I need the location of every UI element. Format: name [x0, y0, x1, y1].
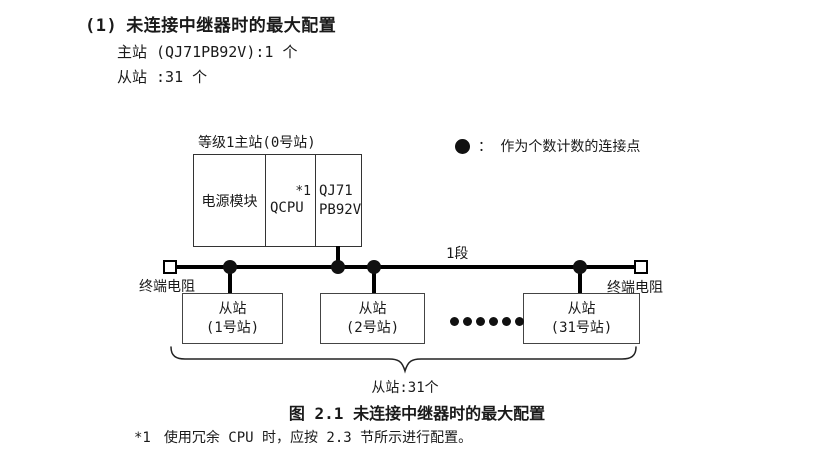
terminating-resistor-right — [634, 260, 648, 274]
slave1-drop-line — [228, 267, 232, 294]
slave-count-line: 从站 :31 个 — [117, 68, 208, 86]
terminating-resistor-left-label: 终端电阻 — [139, 279, 195, 295]
brace-label: 从站:31个 — [371, 380, 439, 396]
terminating-resistor-right-label: 终端电阻 — [607, 280, 663, 296]
slave-station-box-2: 从站 (2号站) — [320, 293, 425, 344]
connection-dot-slave2 — [367, 260, 381, 274]
connection-point-icon — [455, 138, 470, 154]
slave-station-box-31: 从站 (31号站) — [523, 293, 640, 344]
legend: ： 作为个数计数的连接点 — [455, 136, 640, 156]
slave2-drop-line — [372, 267, 376, 294]
footnote-ref-marker: *1 — [295, 184, 311, 200]
bus-line — [170, 265, 642, 269]
slave31-label-line2: (31号站) — [550, 319, 613, 336]
slave-station-box-1: 从站 (1号站) — [182, 293, 283, 344]
slave1-label-line2: (1号站) — [205, 319, 260, 336]
footnote-text: 使用冗余 CPU 时，应按 2.3 节所示进行配置。 — [163, 430, 473, 446]
footnote: *1 使用冗余 CPU 时，应按 2.3 节所示进行配置。 — [134, 427, 472, 447]
legend-text: ： 作为个数计数的连接点 — [478, 139, 641, 155]
pb92v-label-line1: QJ71 — [319, 183, 353, 200]
master-station-label: 等级1主站(0号站) — [198, 135, 316, 151]
power-module-cell: 电源模块 — [194, 155, 266, 246]
slave2-label-line1: 从站 — [358, 300, 387, 317]
slave31-label-line1: 从站 — [567, 300, 596, 317]
figure-caption: 图 2.1 未连接中继器时的最大配置 — [288, 404, 546, 423]
master-drop-line — [336, 246, 340, 268]
section-title: 未连接中继器时的最大配置 — [126, 16, 337, 36]
qcpu-label: QCPU — [270, 199, 304, 216]
section-number: (1) — [85, 16, 118, 36]
connection-dot-master — [331, 260, 345, 274]
master-count-line: 主站 (QJ71PB92V):1 个 — [117, 43, 298, 61]
slave2-label-line2: (2号站) — [345, 319, 400, 336]
ellipsis-dots — [450, 317, 524, 326]
qcpu-cell: *1 QCPU — [266, 155, 316, 246]
master-station-box: 电源模块 *1 QCPU QJ71 PB92V — [193, 154, 362, 247]
connection-dot-slave31 — [573, 260, 587, 274]
slave1-label-line1: 从站 — [218, 300, 247, 317]
slave31-drop-line — [578, 267, 582, 294]
section-heading: (1) 未连接中继器时的最大配置 — [85, 11, 336, 36]
footnote-marker: *1 — [134, 430, 151, 446]
connection-dot-slave1 — [223, 260, 237, 274]
pb92v-label-line2: PB92V — [319, 201, 362, 218]
pb92v-cell: QJ71 PB92V — [316, 155, 361, 246]
brace — [170, 346, 637, 374]
power-module-label: 电源模块 — [201, 193, 258, 210]
terminating-resistor-left — [163, 260, 177, 274]
segment-label: 1段 — [446, 246, 469, 262]
